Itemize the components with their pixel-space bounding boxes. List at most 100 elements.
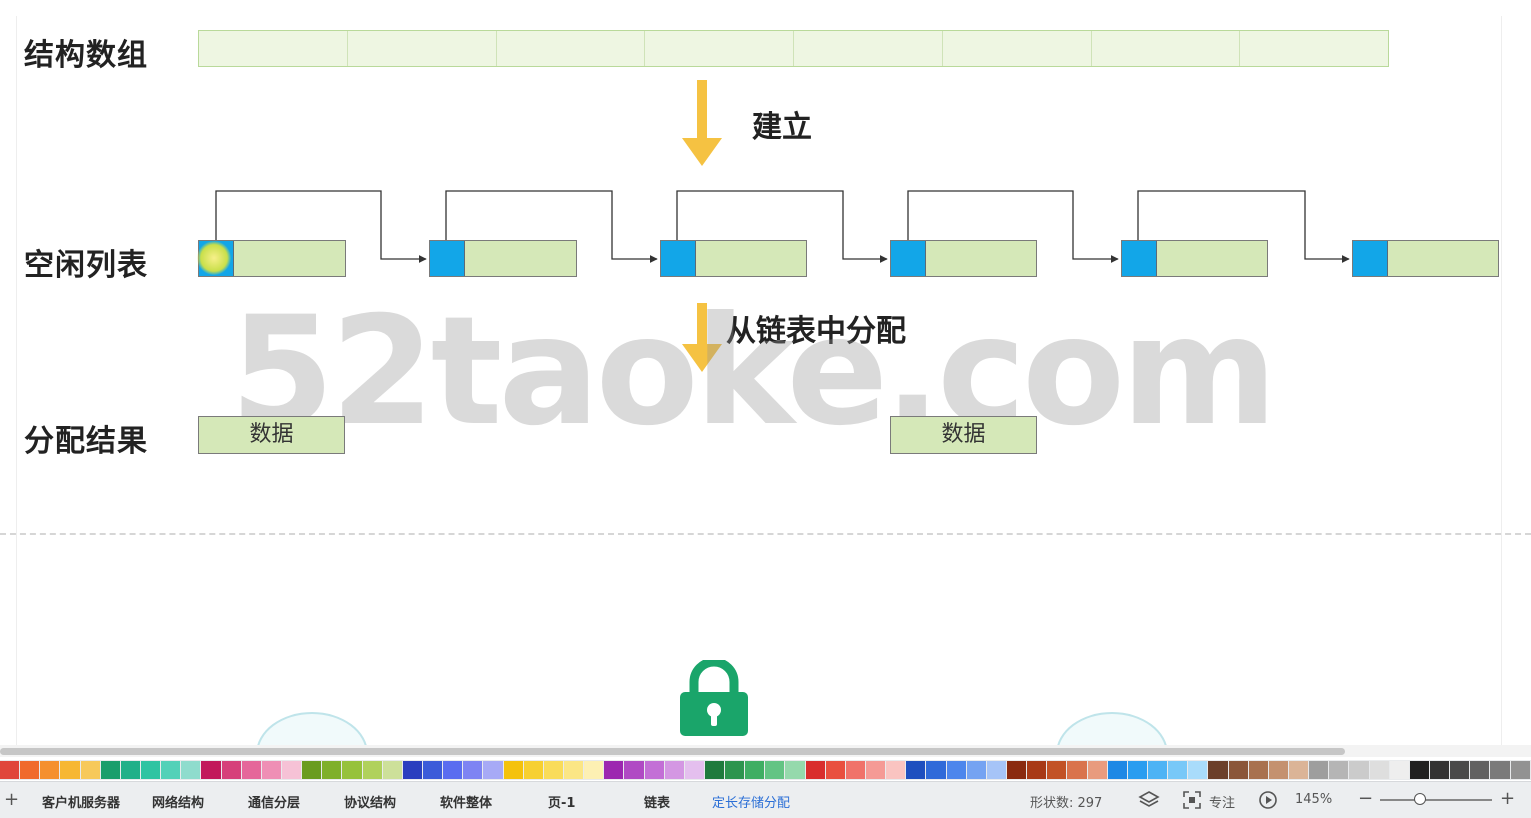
color-swatch[interactable] [120,761,140,779]
color-swatch[interactable] [281,761,302,779]
page-tab[interactable]: 通信分层 [248,796,301,811]
color-swatch[interactable] [906,761,926,779]
color-swatch[interactable] [1268,761,1288,779]
color-swatch[interactable] [704,761,725,779]
color-swatch[interactable] [1127,761,1148,779]
allocate-arrow-label[interactable]: 从链表中分配 [726,314,906,349]
struct-array-bar[interactable] [198,30,1389,67]
diagram-canvas[interactable]: 结构数组 空闲列表 分配结果 [0,0,1531,745]
page-tab[interactable]: 网络结构 [152,796,205,811]
color-swatch[interactable] [966,761,986,779]
add-page-button[interactable]: + [4,789,20,810]
color-swatch[interactable] [1289,761,1309,779]
color-swatch[interactable] [1208,761,1228,779]
color-swatch[interactable] [644,761,664,779]
allocated-block[interactable]: 数据 [198,416,345,454]
color-swatch[interactable] [1067,761,1087,779]
color-swatch[interactable] [1470,761,1490,779]
build-arrow-label[interactable]: 建立 [752,110,812,145]
label-free-list[interactable]: 空闲列表 [24,248,148,283]
color-swatch[interactable] [503,761,523,779]
color-swatch[interactable] [926,761,946,779]
allocate-arrow[interactable] [682,303,722,372]
color-swatch[interactable] [342,761,362,779]
zoom-level[interactable]: 145% [1295,792,1333,807]
color-swatch[interactable] [261,761,281,779]
free-list-node[interactable] [429,240,577,277]
page-tab[interactable]: 协议结构 [344,796,397,811]
color-swatch[interactable] [20,761,40,779]
color-swatch[interactable] [1369,761,1389,779]
layers-icon[interactable] [1138,790,1160,810]
color-swatch[interactable] [866,761,886,779]
color-swatch[interactable] [1027,761,1047,779]
color-swatch[interactable] [302,761,322,779]
color-swatch[interactable] [986,761,1007,779]
color-swatch[interactable] [1329,761,1349,779]
color-swatch[interactable] [483,761,503,779]
focus-icon[interactable] [1182,790,1202,810]
color-swatch[interactable] [140,761,161,779]
color-swatch[interactable] [765,761,785,779]
color-swatch[interactable] [382,761,402,779]
color-swatch[interactable] [604,761,624,779]
color-swatch[interactable] [745,761,765,779]
color-swatch[interactable] [322,761,342,779]
zoom-slider-track[interactable] [1380,799,1492,801]
color-swatch[interactable] [221,761,241,779]
color-swatch[interactable] [1228,761,1248,779]
free-list-node[interactable] [1352,240,1499,277]
free-list-node[interactable] [660,240,807,277]
color-swatch[interactable] [805,761,825,779]
color-swatch[interactable] [584,761,604,779]
page-tab[interactable]: 页-1 [548,796,576,811]
color-swatch[interactable] [825,761,845,779]
color-swatch[interactable] [886,761,906,779]
color-swatch[interactable] [362,761,382,779]
color-swatch[interactable] [241,761,261,779]
color-swatch[interactable] [1107,761,1127,779]
color-swatch[interactable] [201,761,221,779]
color-swatch[interactable] [443,761,463,779]
color-swatch[interactable] [1007,761,1027,779]
color-swatch[interactable] [60,761,80,779]
color-swatch[interactable] [1188,761,1208,779]
color-swatch[interactable] [1309,761,1329,779]
color-swatch[interactable] [1450,761,1470,779]
color-swatch[interactable] [1429,761,1450,779]
zoom-in-button[interactable]: + [1500,788,1516,809]
color-swatch[interactable] [1148,761,1168,779]
play-icon[interactable] [1258,790,1278,810]
label-alloc-result[interactable]: 分配结果 [24,424,148,459]
color-swatch[interactable] [725,761,745,779]
page-tab[interactable]: 客户机服务器 [42,796,121,811]
free-list-node[interactable] [890,240,1037,277]
color-swatch[interactable] [1047,761,1067,779]
color-swatch[interactable] [1248,761,1268,779]
color-swatch[interactable] [1510,761,1530,779]
color-swatch[interactable] [402,761,422,779]
color-swatch[interactable] [543,761,563,779]
color-swatch[interactable] [161,761,181,779]
color-palette[interactable] [0,760,1531,780]
color-swatch[interactable] [523,761,543,779]
color-swatch[interactable] [664,761,684,779]
build-arrow[interactable] [682,80,722,166]
color-swatch[interactable] [463,761,483,779]
color-swatch[interactable] [563,761,584,779]
color-swatch[interactable] [946,761,966,779]
color-swatch[interactable] [785,761,805,779]
color-swatch[interactable] [1349,761,1369,779]
color-swatch[interactable] [40,761,60,779]
color-swatch[interactable] [1087,761,1107,779]
allocated-block[interactable]: 数据 [890,416,1037,454]
page-tab[interactable]: 软件整体 [440,796,493,811]
free-list-node[interactable] [1121,240,1268,277]
color-swatch[interactable] [845,761,866,779]
lock-icon[interactable] [678,660,750,738]
zoom-slider-thumb[interactable] [1414,793,1426,805]
color-swatch[interactable] [684,761,704,779]
scrollbar-thumb[interactable] [0,748,1345,755]
page-tab[interactable]: 链表 [644,796,671,811]
color-swatch[interactable] [80,761,100,779]
